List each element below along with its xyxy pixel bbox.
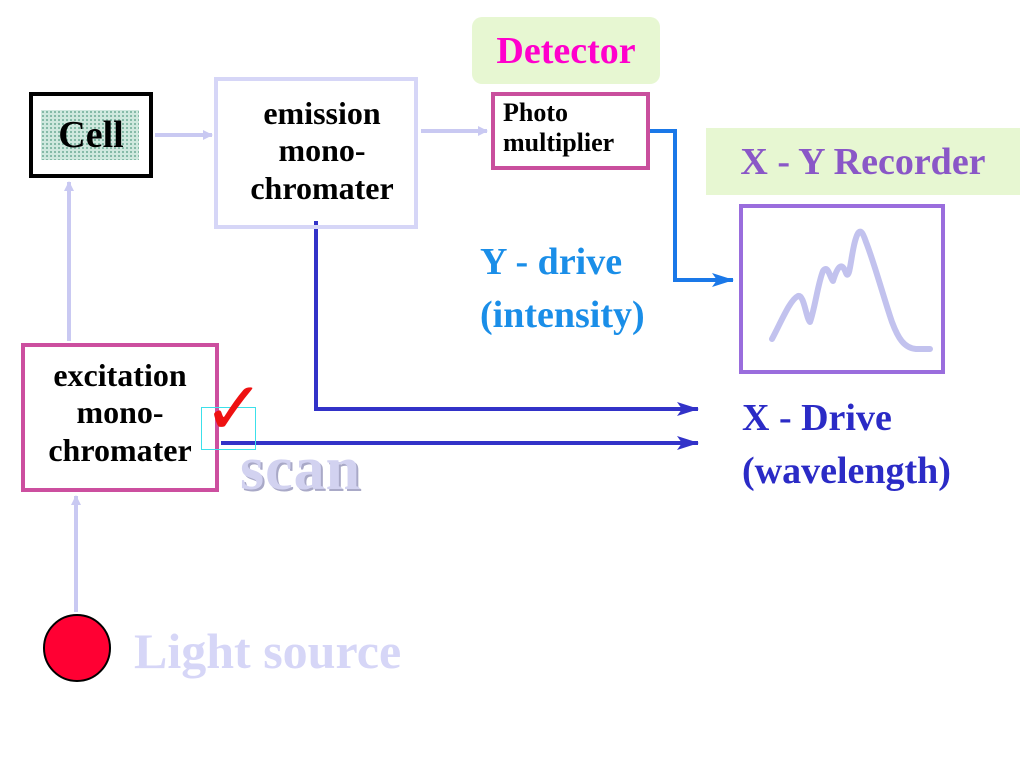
- recorder-title: X - Y Recorder: [706, 128, 1020, 195]
- cell-label: Cell: [58, 114, 124, 156]
- recorder-spectrum-trace: [769, 228, 933, 352]
- selection-frame[interactable]: [201, 407, 256, 450]
- emission-line-3: chromater: [250, 169, 394, 206]
- x-drive-line-1: X - Drive: [742, 397, 892, 439]
- light-source-icon: [43, 614, 111, 682]
- arrow-photomultiplier-to-recorder: [650, 129, 734, 287]
- x-drive-line-2: (wavelength): [742, 450, 951, 493]
- check-mark-icon: ✓: [203, 366, 266, 452]
- emission-line-1: emission: [263, 95, 381, 131]
- excitation-line-2: mono-: [76, 394, 164, 431]
- excitation-monochromator-box: excitation mono- chromater: [21, 343, 219, 492]
- arrow-emission-to-x-drive: [314, 221, 699, 416]
- photomultiplier-line-1: Photo: [503, 98, 568, 127]
- cell-sample: [41, 110, 139, 160]
- x-drive-label: X - Drive (wavelength): [742, 392, 951, 498]
- emission-monochromator-label: emission mono- chromater: [224, 95, 420, 207]
- y-drive-line-2: (intensity): [480, 294, 645, 337]
- photomultiplier-box: Photo multiplier: [491, 92, 650, 170]
- detector-title: Detector: [472, 17, 660, 84]
- emission-line-2: mono-: [278, 132, 366, 169]
- photomultiplier-label: Photo multiplier: [503, 98, 614, 157]
- photomultiplier-line-2: multiplier: [503, 127, 615, 157]
- excitation-line-1: excitation: [53, 357, 187, 393]
- y-drive-line-1: Y - drive: [480, 241, 623, 283]
- cell-box: Cell: [29, 92, 153, 178]
- scan-label: scan: [240, 435, 362, 503]
- excitation-monochromator-label: excitation mono- chromater: [25, 357, 215, 469]
- y-drive-label: Y - drive (intensity): [480, 236, 645, 342]
- excitation-line-3: chromater: [48, 431, 192, 468]
- recorder-plot-box: [739, 204, 945, 374]
- light-source-label: Light source: [134, 623, 402, 679]
- emission-monochromator-box: emission mono- chromater: [214, 77, 418, 229]
